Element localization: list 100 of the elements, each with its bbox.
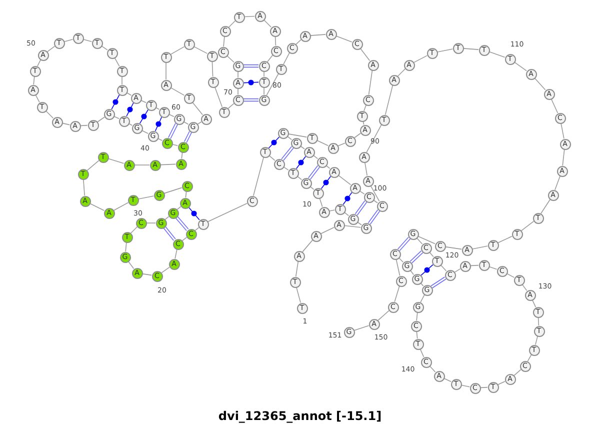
backbone-line bbox=[514, 62, 527, 72]
backbone-line bbox=[160, 164, 176, 166]
base-pair-line bbox=[168, 122, 178, 140]
backbone-line bbox=[370, 185, 380, 202]
backbone-line bbox=[46, 110, 54, 118]
backbone-line bbox=[480, 386, 488, 388]
backbone-line bbox=[498, 236, 512, 244]
base-pair-line bbox=[175, 216, 189, 231]
backbone-line bbox=[266, 73, 279, 96]
backbone-line bbox=[244, 16, 255, 18]
backbone-line bbox=[420, 294, 425, 303]
backbone-line bbox=[316, 140, 328, 146]
backbone-line bbox=[83, 179, 85, 196]
backbone-line bbox=[364, 162, 368, 176]
base-pair-line bbox=[268, 136, 280, 148]
backbone-line bbox=[170, 46, 185, 55]
base-pair-line bbox=[188, 206, 200, 220]
backbone-line bbox=[463, 48, 479, 50]
base-pair-line bbox=[139, 109, 149, 124]
backbone-line bbox=[378, 310, 390, 321]
backbone-line bbox=[535, 336, 538, 346]
backbone-line bbox=[534, 78, 546, 90]
backbone-line bbox=[336, 36, 352, 42]
backbone-line bbox=[114, 57, 120, 67]
backbone-line bbox=[134, 164, 150, 166]
backbone-line bbox=[460, 384, 470, 388]
backbone-line bbox=[193, 46, 208, 54]
backbone-line bbox=[138, 196, 154, 200]
backbone-line bbox=[368, 70, 373, 95]
backbone-line bbox=[396, 258, 400, 276]
backbone-line bbox=[192, 102, 203, 116]
backbone-line bbox=[295, 261, 299, 277]
base-pair-line bbox=[342, 192, 352, 205]
backbone-line bbox=[418, 236, 436, 244]
backbone-line bbox=[384, 84, 394, 116]
backbone-line bbox=[413, 55, 428, 63]
backbone-line bbox=[142, 130, 148, 134]
backbone-line bbox=[128, 261, 134, 269]
backbone-line bbox=[520, 220, 534, 232]
backbone-line bbox=[394, 286, 400, 302]
base-pair-line bbox=[281, 146, 294, 161]
backbone-line bbox=[550, 98, 558, 114]
backbone-line bbox=[97, 116, 105, 122]
backbone-line bbox=[130, 226, 138, 234]
backbone-line bbox=[274, 36, 276, 46]
backbone-line bbox=[338, 142, 346, 146]
base-pair-line bbox=[397, 236, 411, 252]
backbone-line bbox=[560, 123, 564, 139]
backbone-line bbox=[310, 34, 326, 36]
base-pair-line bbox=[243, 98, 259, 102]
backbone-line bbox=[538, 317, 540, 326]
backbone-line bbox=[86, 160, 100, 171]
backbone-line bbox=[344, 225, 361, 228]
backbone-line bbox=[354, 132, 361, 138]
backbone-line bbox=[47, 46, 55, 52]
backbone-line bbox=[354, 325, 370, 331]
backbone-line bbox=[498, 380, 506, 386]
backbone-line bbox=[398, 258, 404, 262]
base-pair-line bbox=[420, 264, 434, 276]
backbone-line bbox=[296, 39, 302, 45]
backbone-line bbox=[80, 124, 88, 126]
backbone-line bbox=[208, 202, 248, 222]
backbone-line bbox=[226, 55, 234, 63]
backbone-line bbox=[360, 48, 370, 62]
backbone-line bbox=[437, 48, 453, 52]
backbone-line bbox=[37, 60, 41, 66]
backbone-line bbox=[161, 266, 170, 274]
base-pair-line bbox=[126, 102, 134, 117]
backbone-line bbox=[288, 134, 307, 138]
backbone-line bbox=[164, 187, 182, 194]
backbone-line bbox=[540, 199, 550, 214]
base-pair-line bbox=[243, 80, 259, 86]
backbone-line bbox=[562, 149, 565, 166]
backbone-line bbox=[142, 273, 152, 276]
backbone-line bbox=[506, 273, 515, 278]
diagram-title: dvi_12365_annot [-15.1] bbox=[218, 409, 382, 423]
backbone-line bbox=[174, 249, 178, 259]
backbone-line bbox=[444, 378, 452, 382]
backbone-line bbox=[283, 52, 290, 65]
base-pair-line bbox=[368, 209, 380, 225]
backbone-line bbox=[212, 61, 214, 77]
backbone-line bbox=[214, 86, 222, 108]
base-pair-line bbox=[308, 165, 320, 180]
backbone-line bbox=[445, 246, 462, 250]
base-pair-line bbox=[320, 176, 332, 190]
base-pair-line bbox=[163, 226, 176, 241]
backbone-line bbox=[338, 174, 352, 186]
backbone-line bbox=[264, 20, 272, 28]
backbone-line bbox=[488, 51, 506, 58]
base-pair-line bbox=[296, 156, 306, 170]
base-pair-line bbox=[184, 130, 192, 144]
backbone-line bbox=[366, 124, 382, 153]
backbone-line bbox=[108, 158, 124, 164]
backbone-line bbox=[35, 94, 40, 103]
backbone-line bbox=[182, 236, 188, 242]
backbone-line bbox=[554, 176, 560, 190]
base-pair-line bbox=[154, 116, 162, 132]
backbone-line bbox=[302, 240, 313, 252]
backbone-line bbox=[472, 246, 488, 250]
backbone-line bbox=[253, 156, 264, 196]
